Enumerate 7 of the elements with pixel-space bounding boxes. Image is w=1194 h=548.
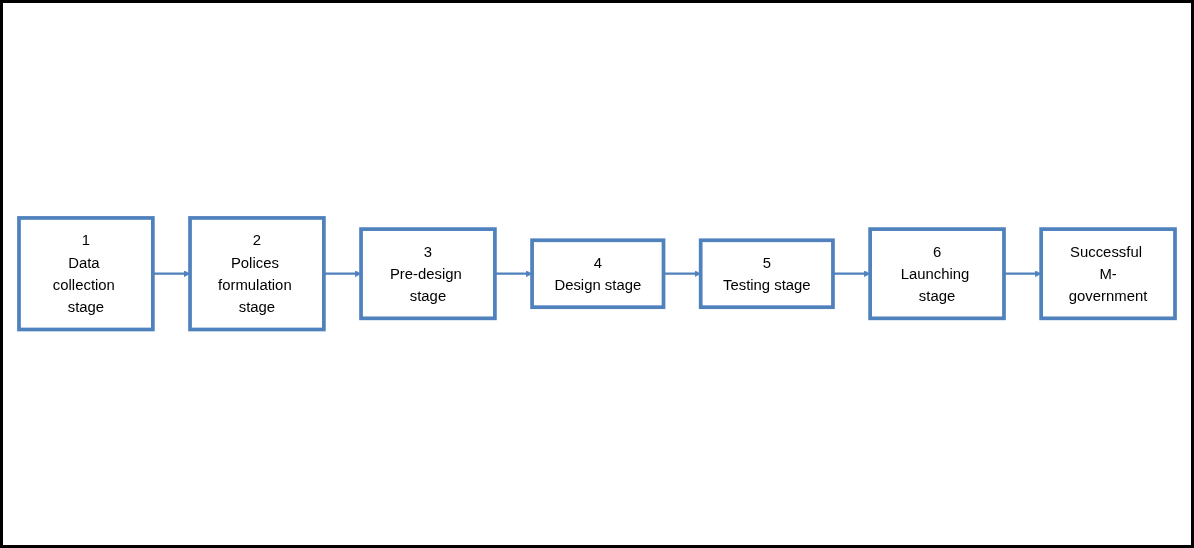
node-box: 6 Launching stage xyxy=(868,227,1006,321)
node-box: 3 Pre-design stage xyxy=(359,227,497,321)
node-box: 2 Polices formulation stage xyxy=(188,216,326,332)
node-box: Successful M-government xyxy=(1039,227,1177,321)
node-box: 4 Design stage xyxy=(530,238,666,310)
node-box: 5 Testing stage xyxy=(698,238,835,310)
node-box: 1 Data collection stage xyxy=(17,216,155,332)
